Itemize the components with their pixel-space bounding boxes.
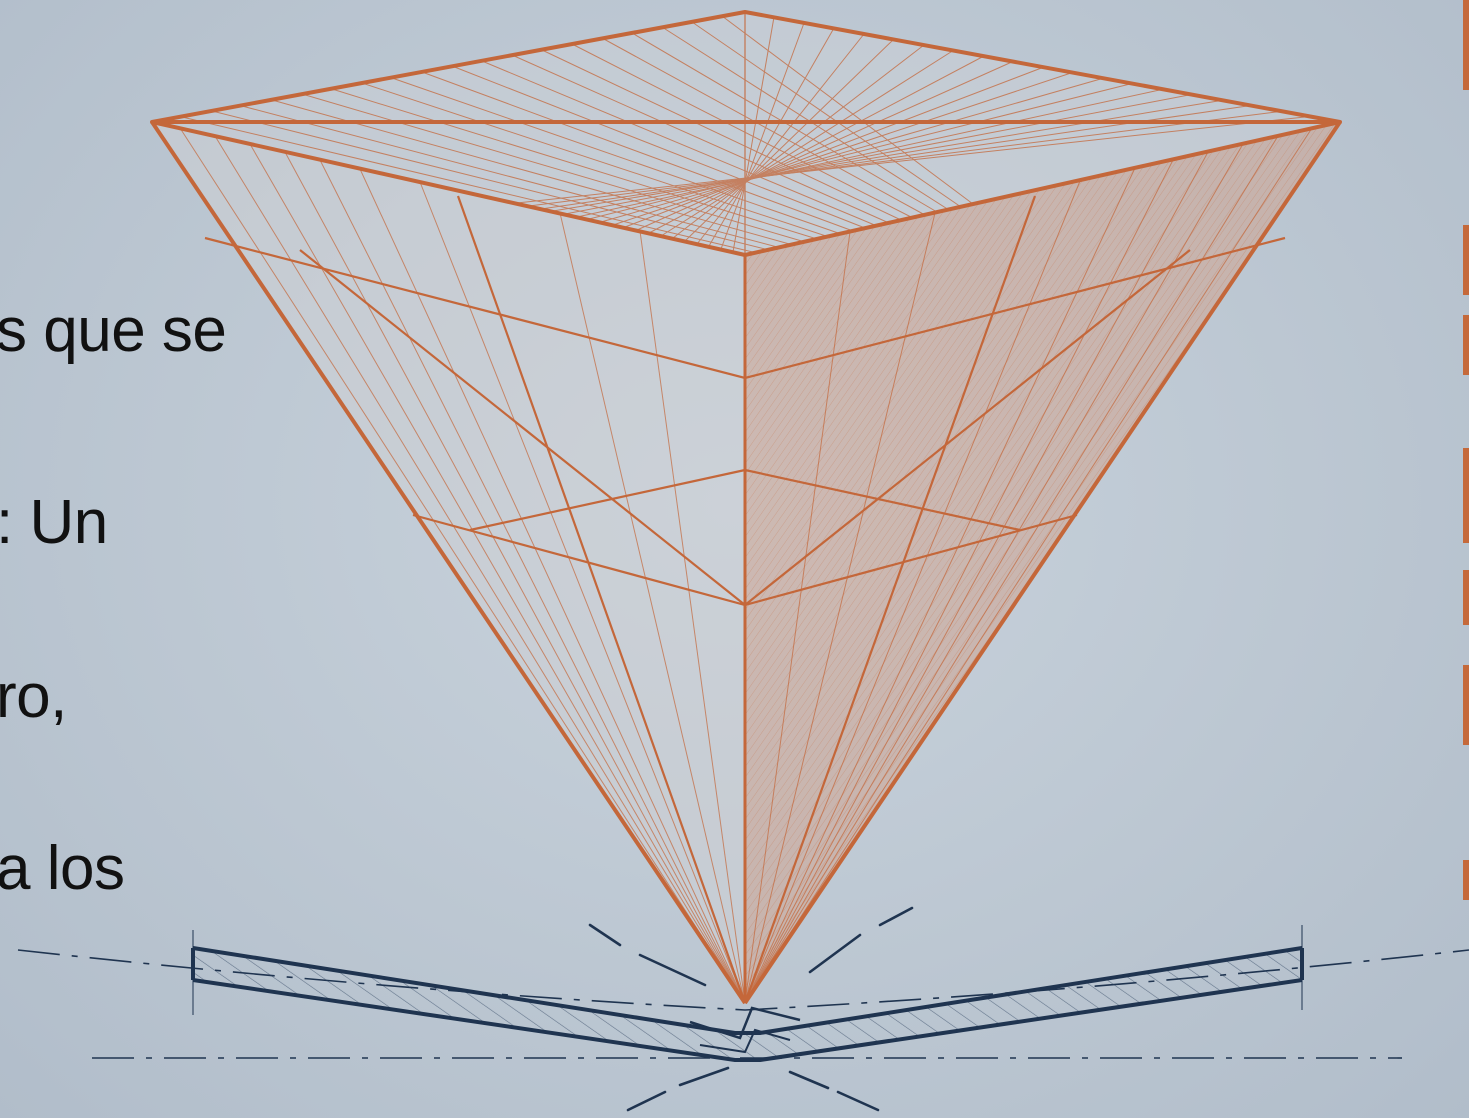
text-fragment-4: a los [0, 834, 125, 903]
pyramid-outline [150, 10, 1342, 1005]
edge-mark [1463, 315, 1469, 375]
right-edge-marks [1463, 0, 1469, 1118]
text-fragment-2: : Un [0, 488, 108, 557]
face-construction-lines [204, 195, 1286, 1004]
apex-radial-dashes [588, 906, 914, 1112]
bent-plate [191, 925, 1304, 1062]
edge-mark [1463, 448, 1469, 543]
text-fragment-3: ro, [0, 662, 67, 731]
left-face-rays [179, 127, 746, 1004]
text-fragment-1: s que se [0, 296, 227, 365]
right-face-rays [744, 127, 1313, 1004]
top-grid [181, 12, 1315, 255]
pyramid-top-face [152, 12, 1340, 255]
edge-mark [1463, 225, 1469, 295]
edge-mark [1463, 570, 1469, 625]
edge-mark [1463, 860, 1469, 900]
edge-mark [1463, 665, 1469, 745]
edge-mark [1463, 0, 1469, 90]
